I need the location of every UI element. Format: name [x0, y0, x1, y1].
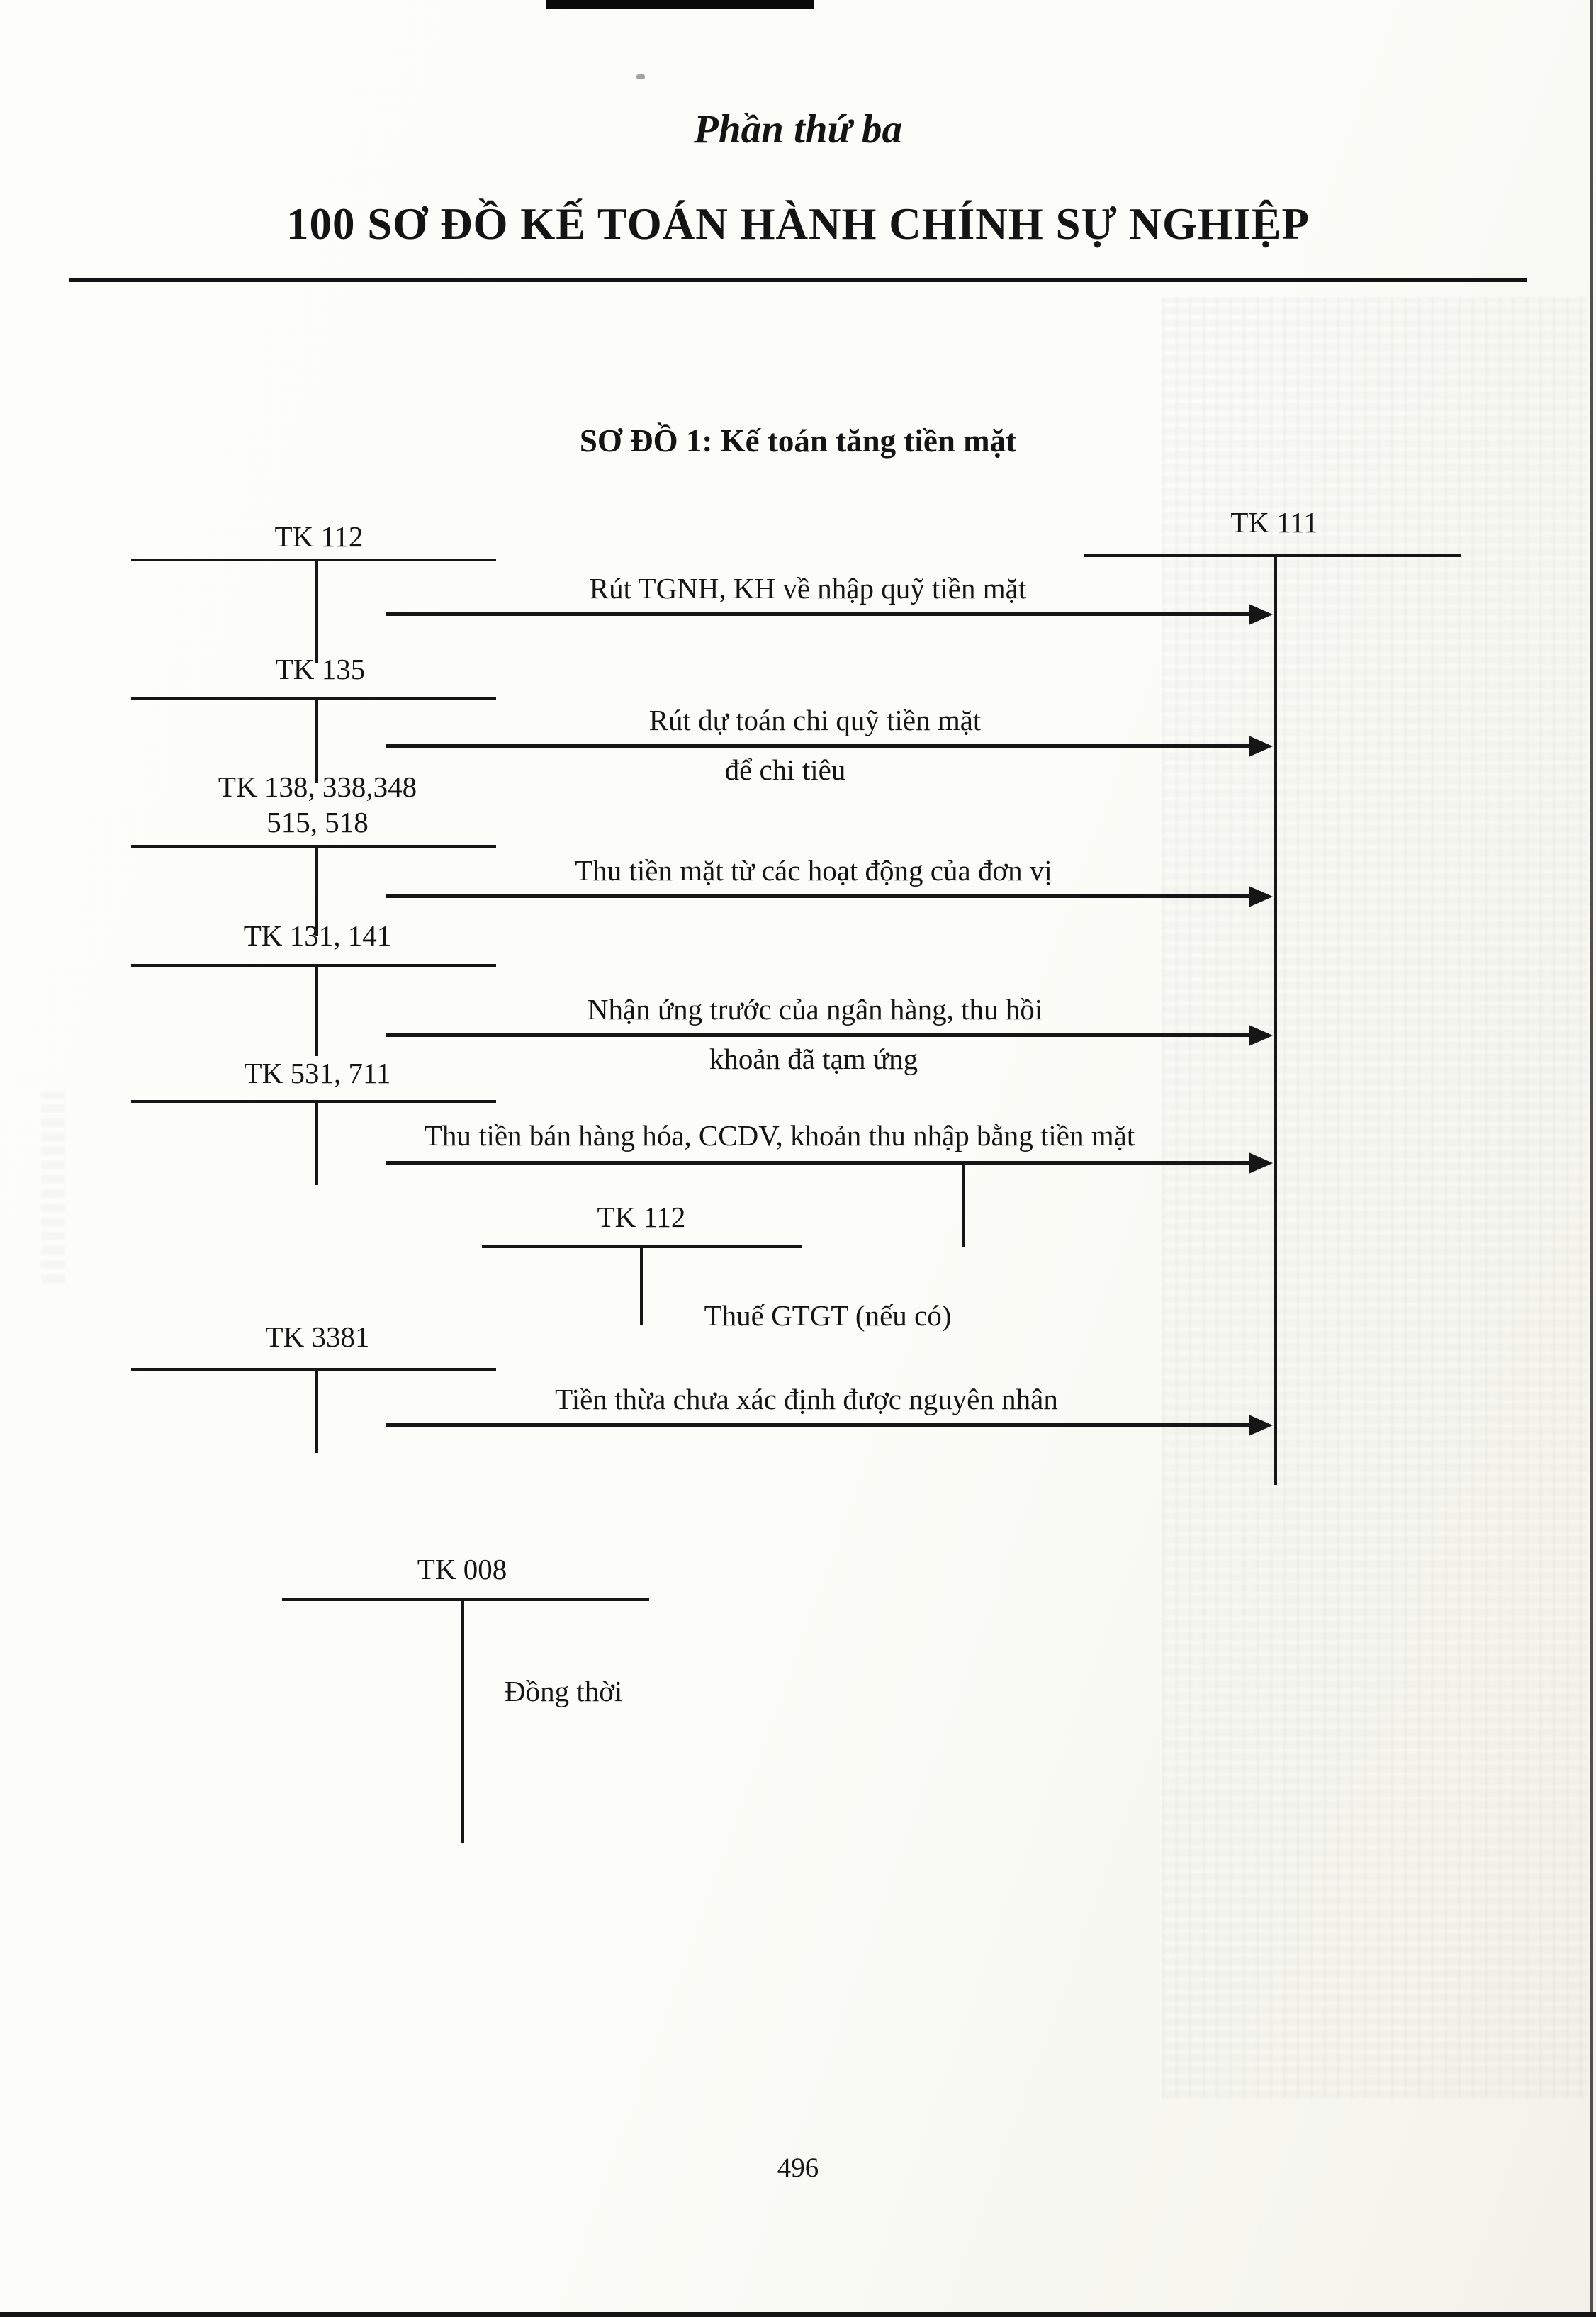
account-label-tk112: TK 112	[274, 520, 364, 553]
flow-label-5: Thu tiền bán hàng hóa, CCDV, khoản thu n…	[424, 1119, 1135, 1152]
scan-edge-artifact-right	[1590, 0, 1593, 2317]
flow-label-4: Nhận ứng trước của ngân hàng, thu hồi	[587, 993, 1043, 1026]
flow-label-1: Rút TGNH, KH về nhập quỹ tiền mặt	[589, 572, 1027, 605]
vat-connector-line	[962, 1163, 965, 1247]
diagram-title: SƠ ĐỒ 1: Kế toán tăng tiền mặt	[579, 423, 1017, 459]
tk131-top-line	[131, 964, 496, 967]
page-bleedthrough	[1162, 298, 1587, 2098]
tk008-top-line	[282, 1598, 649, 1601]
tk111-stem-line	[1274, 554, 1277, 1485]
flow-arrow-5	[386, 1161, 1249, 1165]
tk131-stem-line	[315, 964, 318, 1056]
part-title: Phần thứ ba	[694, 107, 902, 152]
account-label-tk111: TK 111	[1230, 506, 1318, 539]
flow-arrow-4	[386, 1033, 1249, 1037]
tk112-stem-line	[315, 559, 318, 663]
tk531-stem-line	[315, 1100, 318, 1185]
tk3381-top-line	[131, 1368, 496, 1371]
tk138-stem-line	[315, 845, 318, 936]
flow-label-6: Tiền thừa chưa xác định được nguyên nhân	[555, 1383, 1058, 1415]
tk111-top-line	[1084, 554, 1461, 557]
account-label-tk135: TK 135	[275, 653, 366, 685]
vat-label: Thuế GTGT (nếu có)	[704, 1299, 952, 1332]
tk138-top-line	[131, 845, 496, 848]
account-label-tk112b: TK 112	[597, 1201, 686, 1233]
flow-arrow-1	[386, 612, 1249, 616]
account-label-tk008: TK 008	[417, 1553, 507, 1586]
simultaneous-note: Đồng thời	[505, 1675, 623, 1707]
tk135-stem-line	[315, 697, 318, 783]
account-label-tk3381: TK 3381	[265, 1320, 370, 1353]
account-label-tk131: TK 131, 141	[243, 919, 392, 952]
scan-edge-artifact-bottom	[0, 2312, 1596, 2317]
tk008-stem-line	[461, 1598, 464, 1843]
account-label-tk138-line2: 515, 518	[266, 806, 369, 838]
tk112-top-line	[131, 559, 496, 561]
tk135-top-line	[131, 697, 496, 700]
flow-arrow-2	[386, 744, 1249, 748]
tk3381-stem-line	[315, 1368, 318, 1453]
scan-speck	[636, 74, 645, 79]
flow-arrow-6	[386, 1423, 1249, 1427]
account-label-tk531: TK 531, 711	[244, 1057, 391, 1089]
scan-edge-artifact-top	[546, 0, 814, 9]
account-label-tk138-line1: TK 138, 338,348	[218, 770, 417, 803]
flow-arrow-3	[386, 894, 1249, 898]
flow-label-2b: để chi tiêu	[724, 753, 846, 786]
flow-label-2: Rút dự toán chi quỹ tiền mặt	[648, 704, 982, 736]
tk112b-stem-line	[640, 1245, 643, 1325]
flow-label-3: Thu tiền mặt từ các hoạt động của đơn vị	[575, 854, 1052, 887]
flow-label-4b: khoản đã tạm ứng	[709, 1043, 918, 1075]
page-bleedthrough-left	[41, 1092, 65, 1283]
title-rule	[69, 278, 1527, 282]
page-number: 496	[777, 2153, 819, 2183]
book-title: 100 SƠ ĐỒ KẾ TOÁN HÀNH CHÍNH SỰ NGHIỆP	[286, 199, 1310, 249]
tk531-top-line	[131, 1100, 496, 1103]
